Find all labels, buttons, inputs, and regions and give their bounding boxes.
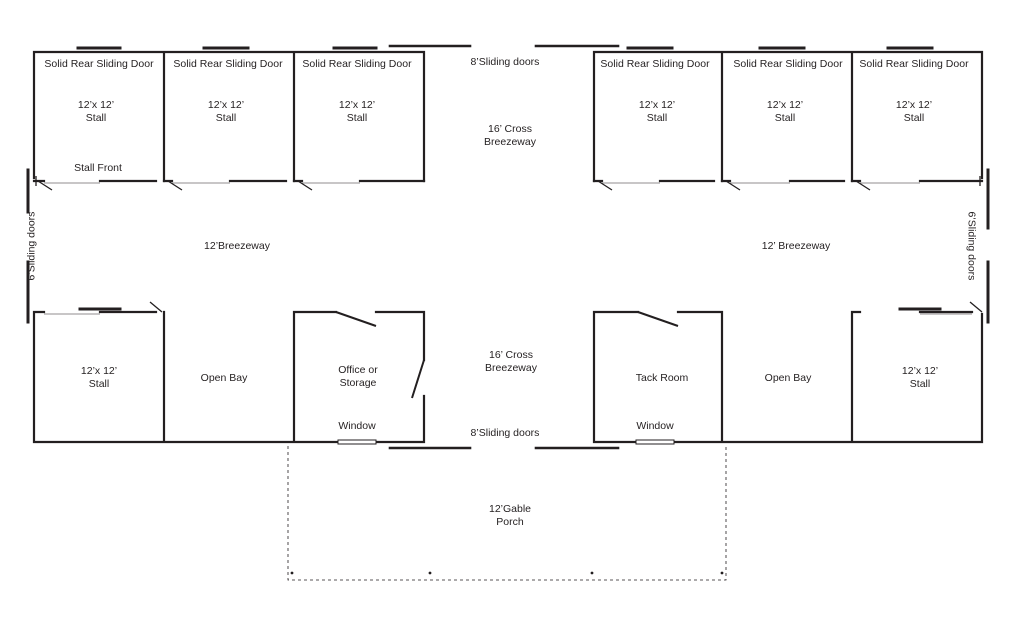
tack-window [635, 439, 675, 445]
bottom-sliding-doors-label: 8’Sliding doors [470, 427, 540, 439]
stall-5-door-label: Solid Rear Sliding Door [733, 58, 843, 70]
stall-front-swings [35, 176, 983, 313]
porch-label: 12’Gable Porch [488, 503, 532, 528]
tack-window-label: Window [636, 420, 674, 432]
stall-3-door-label: Solid Rear Sliding Door [302, 58, 412, 70]
stall-size: 12’x 12’ [895, 99, 933, 111]
top-right-stall-walls [592, 50, 984, 183]
breezeway-label-right: 12’ Breezeway [761, 240, 831, 252]
porch-post [428, 571, 432, 575]
top-cross-breezeway-label: 16’ Cross Breezeway [484, 123, 536, 148]
stall-kind: Stall [903, 112, 925, 124]
stall-kind: Stall [646, 112, 668, 124]
bottom-right-stall-label: 12’x 12’ Stall [901, 365, 939, 390]
bottom-left-walls [32, 310, 426, 444]
stall-4-label: 12’x 12’ Stall [639, 99, 675, 125]
tack-door-swing [637, 311, 679, 327]
bottom-right-walls [592, 310, 984, 444]
stall-2-door-label: Solid Rear Sliding Door [173, 58, 283, 70]
stall-size: 12’x 12’ [77, 99, 115, 111]
stall-kind: Stall [85, 112, 107, 124]
left-open-bay-label: Open Bay [200, 372, 248, 384]
stall-kind: Stall [774, 112, 796, 124]
stall-2-label: 12’x 12’ Stall [208, 99, 244, 125]
top-sliding-doors-label: 8’Sliding doors [470, 56, 540, 68]
office-door-swing [335, 311, 425, 399]
stall-grilles [44, 182, 972, 315]
bottom-cross-breezeway-label: 16’ Cross Breezeway [485, 349, 537, 374]
office-label: Office or Storage [338, 364, 378, 389]
office-window-label: Window [338, 420, 376, 432]
office-window [337, 439, 377, 445]
porch-post [590, 571, 594, 575]
stall-size: 12’x 12’ [207, 99, 245, 111]
stall-kind: Stall [346, 112, 368, 124]
stall-size: 12’x 12’ [766, 99, 804, 111]
stall-kind: Stall [215, 112, 237, 124]
stall-front-label: Stall Front [74, 162, 122, 174]
stall-1-label: 12’x 12’ Stall [78, 99, 114, 125]
stall-6-door-label: Solid Rear Sliding Door [859, 58, 969, 70]
stall-5-label: 12’x 12’ Stall [767, 99, 803, 125]
breezeway-label-left: 12’Breezeway [204, 240, 270, 252]
porch-post [290, 571, 294, 575]
stall-size: 12’x 12’ [638, 99, 676, 111]
porch-outline [287, 446, 727, 581]
stall-1-door-label: Solid Rear Sliding Door [44, 58, 154, 70]
top-left-stall-walls [32, 50, 426, 183]
porch-post [720, 571, 724, 575]
right-side-doors-label: 6’Sliding doors [965, 211, 978, 281]
stall-6-label: 12’x 12’ Stall [896, 99, 932, 125]
tack-room-label: Tack Room [635, 372, 689, 384]
left-side-doors-label: 6’Sliding doors [25, 211, 38, 281]
bottom-left-stall-label: 12’x 12’ Stall [80, 365, 118, 390]
stall-3-label: 12’x 12’ Stall [339, 99, 375, 125]
stall-4-door-label: Solid Rear Sliding Door [600, 58, 710, 70]
stall-size: 12’x 12’ [338, 99, 376, 111]
right-open-bay-label: Open Bay [764, 372, 812, 384]
